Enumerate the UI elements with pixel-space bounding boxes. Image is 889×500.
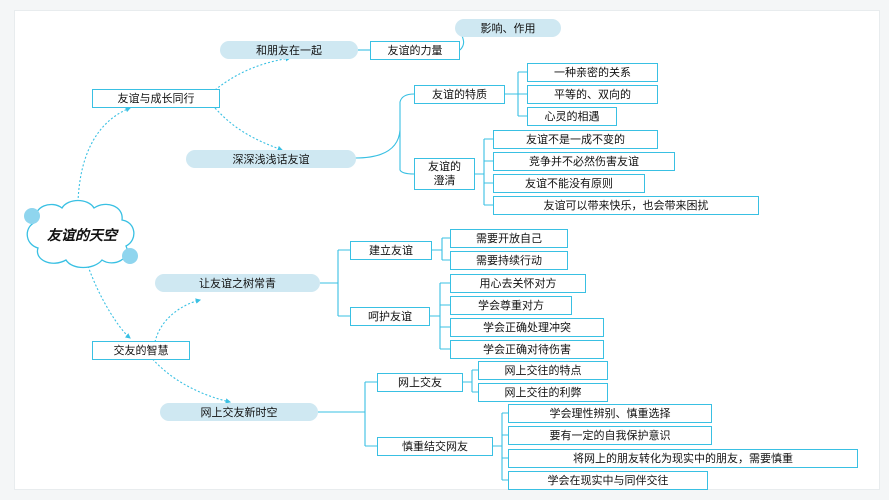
node-build-friendship: 建立友谊 [350,241,432,260]
node-friendship-traits: 友谊的特质 [414,85,505,104]
sub-with-friends: 和朋友在一起 [220,41,358,59]
link-b2sub1-c [320,249,350,317]
link-b2-sub2 [149,355,232,404]
care-item-4: 学会正确对待伤害 [450,340,604,359]
clarify-item-1: 友谊不是一成不变的 [493,130,658,149]
careful-item-4: 学会在现实中与同伴交往 [508,471,708,490]
sub-online-friendship: 网上交友新时空 [160,403,318,421]
link-root-b2 [87,265,131,339]
link-sub2-c [354,93,415,175]
careful-item-3: 将网上的朋友转化为现实中的朋友，需要慎重 [508,449,858,468]
root-label: 友谊的天空 [47,228,117,244]
link-b2c1-items [432,237,450,261]
link-b2sub2c2-items [493,412,508,481]
build-item-1: 需要开放自己 [450,229,568,248]
clarify-item-4: 友谊可以带来快乐，也会带来困扰 [493,196,759,215]
branch-friendship-wisdom: 交友的智慧 [92,341,190,360]
sub-evergreen-tree: 让友谊之树常青 [155,274,320,292]
clarify-item-3: 友谊不能没有原则 [493,174,645,193]
link-b2-sub1 [154,298,202,343]
careful-item-2: 要有一定的自我保护意识 [508,426,712,445]
node-friendship-power: 友谊的力量 [370,41,460,60]
node-care-friendship: 呵护友谊 [350,307,430,326]
trait-item-3: 心灵的相遇 [527,107,617,126]
link-b2sub2-c [318,381,377,447]
root-cloud-shape [24,199,138,269]
build-item-2: 需要持续行动 [450,251,568,270]
online-item-1: 网上交往的特点 [478,361,608,380]
link-c2-items [475,138,493,206]
care-item-2: 学会尊重对方 [450,296,572,315]
care-item-3: 学会正确处理冲突 [450,318,604,337]
link-c1-items [505,71,527,117]
sub-talk-friendship: 深深浅浅话友谊 [186,150,356,168]
trait-item-1: 一种亲密的关系 [527,63,658,82]
link-b2sub2c1-items [463,369,478,393]
node-online-making-friends: 网上交友 [377,373,463,392]
link-b2c2-items [430,282,450,350]
link-b1-sub2 [214,107,284,152]
leaf-influence-role: 影响、作用 [455,19,561,37]
online-item-2: 网上交往的利弊 [478,383,608,402]
care-item-1: 用心去关怀对方 [450,274,586,293]
node-careful-netfriends: 慎重结交网友 [377,437,493,456]
branch-friendship-growth: 友谊与成长同行 [92,89,220,108]
clarify-item-2: 竞争并不必然伤害友谊 [493,152,675,171]
careful-item-1: 学会理性辨别、慎重选择 [508,404,712,423]
node-friendship-clarify: 友谊的澄清 [414,158,475,190]
link-b1-sub1 [214,55,292,91]
link-root-b1 [77,107,132,203]
trait-item-2: 平等的、双向的 [527,85,658,104]
